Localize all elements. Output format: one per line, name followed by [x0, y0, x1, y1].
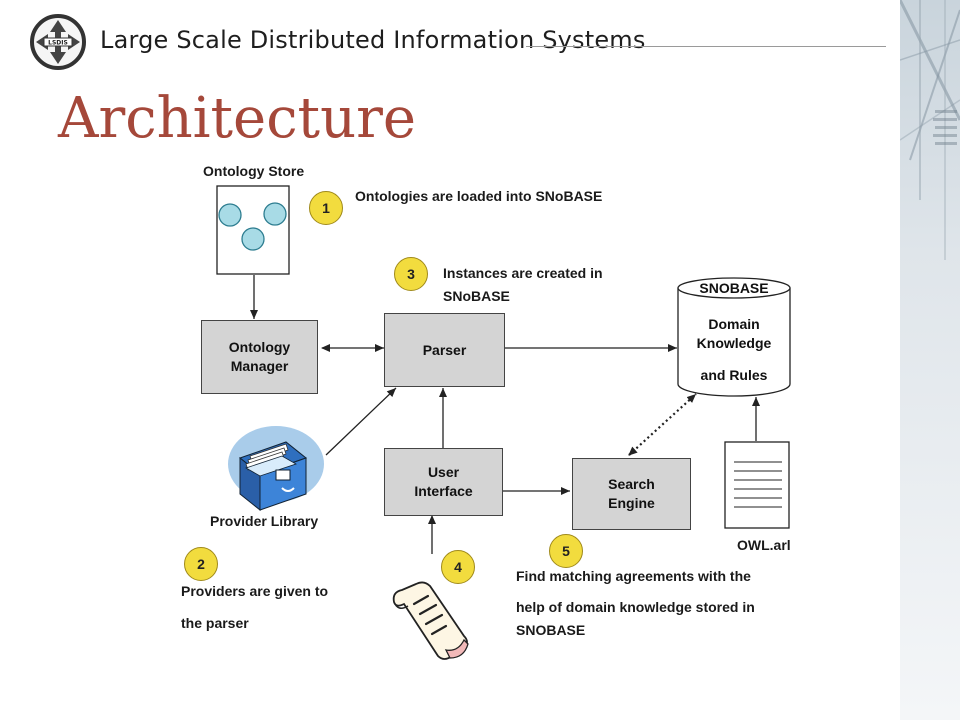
search-engine-box: Search Engine: [572, 458, 691, 530]
parser-box: Parser: [384, 313, 505, 387]
step-5-text-line3: SNOBASE: [516, 622, 586, 638]
scroll-document-icon: [392, 581, 469, 660]
user-interface-box: User Interface: [384, 448, 503, 516]
page-title: Architecture: [58, 86, 417, 151]
ontology-manager-box: Ontology Manager: [201, 320, 318, 394]
step-3-text-line1: Instances are created in: [443, 265, 603, 281]
step-5-text-line1: Find matching agreements with the: [516, 568, 751, 584]
step-1-text: Ontologies are loaded into SNoBASE: [355, 188, 603, 204]
snobase-line1: Domain: [708, 316, 760, 332]
svg-text:LSDIS: LSDIS: [48, 40, 68, 47]
step-badge-3: 3: [394, 257, 428, 291]
snobase-line2: Knowledge: [696, 335, 772, 351]
step-badge-5: 5: [549, 534, 583, 568]
step-badge-4: 4: [441, 550, 475, 584]
ontology-store-icon: [216, 185, 290, 275]
snobase-line3: and Rules: [700, 367, 768, 383]
step-badge-2: 2: [184, 547, 218, 581]
file-cabinet-icon: [228, 426, 324, 512]
arrow-library-to-parser: [325, 387, 397, 456]
owl-arl-document-icon: [724, 441, 790, 529]
owl-arl-label: OWL.arl: [737, 537, 791, 553]
ontology-store-label: Ontology Store: [203, 163, 305, 179]
step-5-text-line2: help of domain knowledge stored in: [516, 599, 755, 615]
decorative-photo-strip: [900, 0, 960, 720]
snobase-title: SNOBASE: [699, 280, 769, 296]
header-title: Large Scale Distributed Information Syst…: [100, 26, 646, 54]
snobase-database-icon: [677, 277, 791, 397]
provider-library-label: Provider Library: [210, 513, 319, 529]
step-3-text-line2: SNoBASE: [443, 288, 510, 304]
arrow-search-snobase-dotted: [628, 393, 697, 456]
lsdis-logo-icon: LSDIS: [30, 14, 86, 70]
step-2-text-line1: Providers are given to: [181, 583, 329, 599]
step-badge-1: 1: [309, 191, 343, 225]
header-divider: [526, 46, 886, 47]
step-2-text-line2: the parser: [181, 615, 249, 631]
